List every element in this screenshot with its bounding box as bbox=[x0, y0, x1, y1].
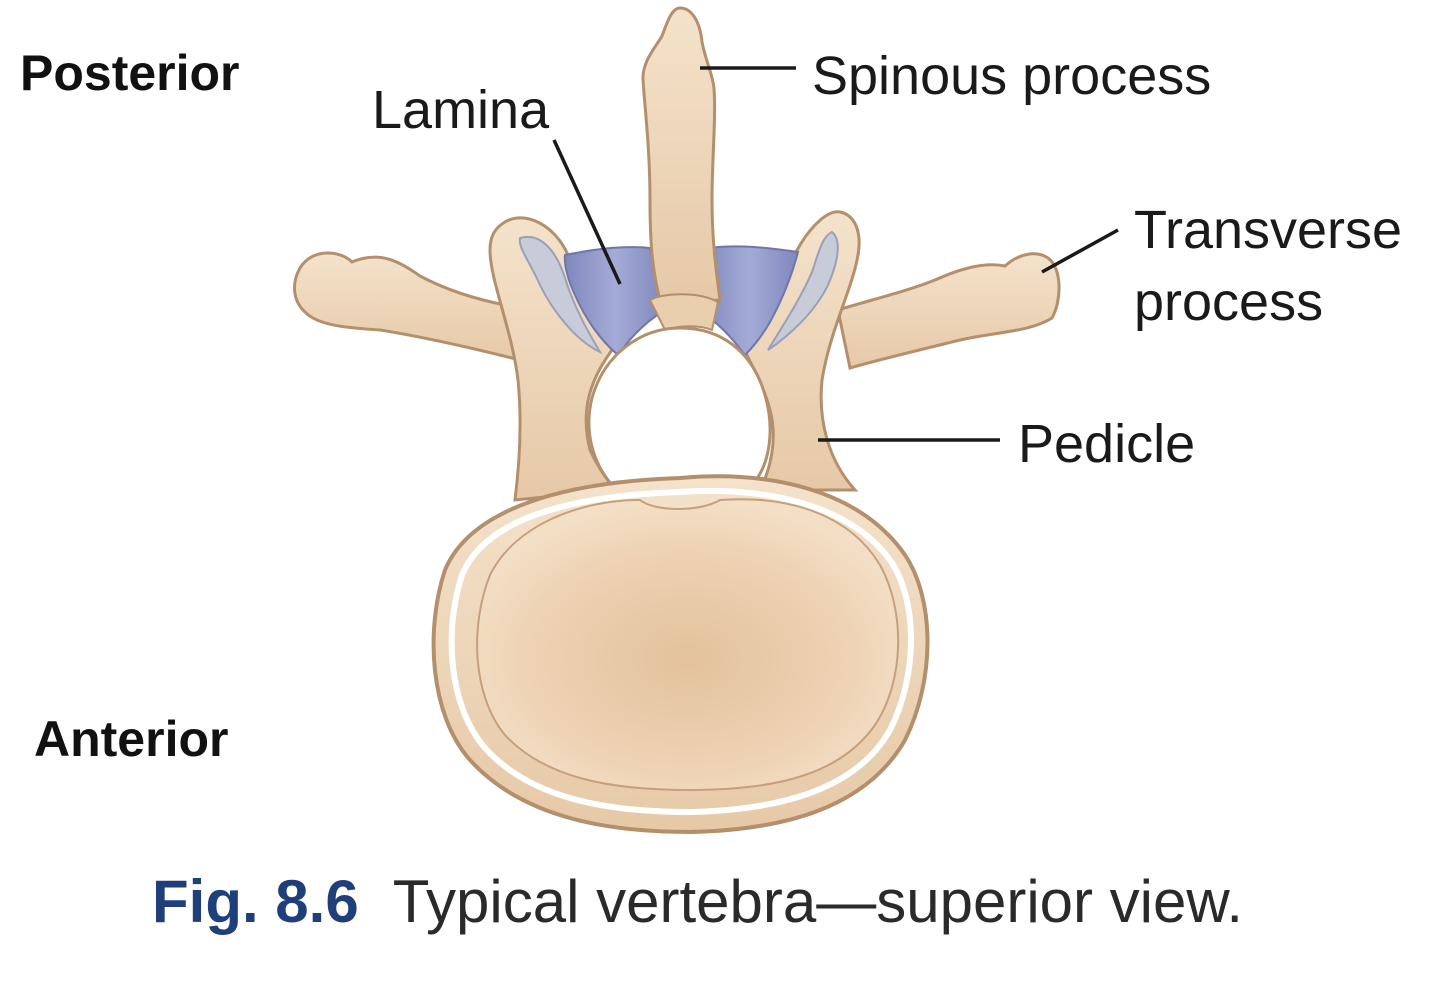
transverse-process-label-line2: process bbox=[1134, 272, 1323, 332]
vertebral-body bbox=[431, 474, 930, 835]
spinous-process bbox=[641, 6, 722, 304]
vertebral-arch bbox=[293, 6, 1061, 502]
arch-bridge bbox=[648, 293, 720, 332]
left-articular-facet bbox=[518, 235, 603, 355]
figure-caption: Fig. 8.6 Typical vertebra—superior view. bbox=[152, 868, 1243, 935]
spinous-process-label: Spinous process bbox=[812, 46, 1211, 106]
vertebral-body-rim bbox=[448, 487, 914, 816]
figure-caption-text: Typical vertebra—superior view. bbox=[393, 868, 1243, 935]
transverse-process-leader bbox=[1041, 228, 1119, 274]
vertebral-body-center bbox=[476, 498, 900, 792]
left-transverse-process bbox=[293, 251, 523, 363]
lamina-leader bbox=[552, 139, 622, 285]
transverse-process-label-line1: Transverse bbox=[1134, 200, 1402, 260]
right-articular-facet bbox=[767, 230, 839, 351]
right-transverse-process bbox=[836, 252, 1061, 370]
anterior-label: Anterior bbox=[34, 711, 228, 767]
lamina-label: Lamina bbox=[372, 80, 550, 140]
pedicle-label: Pedicle bbox=[1018, 414, 1195, 474]
posterior-label: Posterior bbox=[20, 45, 240, 101]
figure-number: Fig. 8.6 bbox=[152, 868, 359, 935]
right-lamina bbox=[698, 245, 800, 357]
